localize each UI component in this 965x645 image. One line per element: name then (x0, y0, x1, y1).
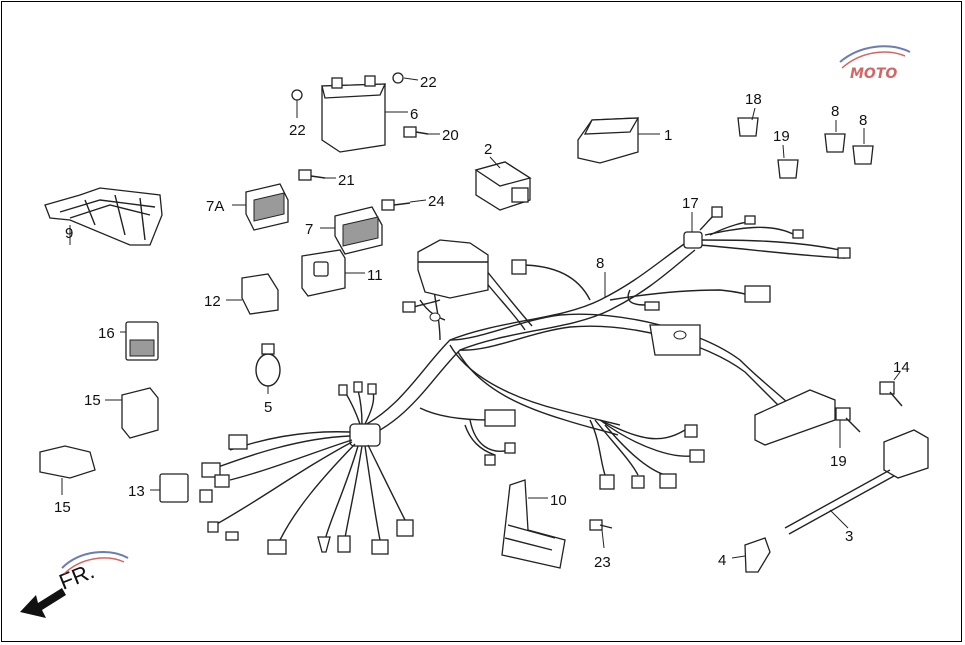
label-16: 15 (84, 392, 101, 409)
label-4: 4 (718, 552, 726, 569)
label-15a: 13 (128, 483, 145, 500)
label-5: 5 (264, 399, 272, 416)
part-5-clamp: 5 (255, 343, 281, 416)
label-20a: 22 (420, 74, 437, 91)
part-7a-regulator: 7A (206, 183, 289, 231)
part-21-bolt: 19 (830, 407, 861, 470)
part-15-relay-left: 13 (128, 473, 189, 503)
part-13-relay: 11 (301, 249, 383, 297)
label-22a: 18 (745, 91, 762, 108)
harness-connectors (402, 206, 851, 490)
part-20-nuts: 22 22 (289, 72, 437, 139)
part-8-fuses: 8 8 (824, 103, 874, 165)
part-2-module: 2 (474, 141, 532, 211)
label-6: 6 (410, 106, 418, 123)
watermark-logo: MOTO (61, 45, 911, 575)
harness-front-branch (199, 381, 414, 555)
label-9: 9 (65, 225, 73, 242)
part-14-connector: 12 (204, 273, 279, 315)
label-1: 1 (664, 127, 672, 144)
label-13: 11 (367, 267, 383, 284)
main-wiring-harness (354, 211, 846, 476)
label-11: 10 (550, 492, 567, 509)
part-4-plug-cap: 4 (718, 537, 771, 573)
part-19-bolts: 20 21 (298, 126, 459, 189)
watermark-text: MOTO (850, 66, 897, 82)
part-11-bracket: 10 (501, 479, 567, 569)
label-2: 2 (484, 141, 492, 158)
part-7-regulator: 7 (305, 206, 383, 255)
part-18-connector-block: 16 (98, 321, 159, 361)
label-19b: 21 (338, 172, 355, 189)
label-14: 12 (204, 293, 221, 310)
label-20b: 22 (289, 122, 306, 139)
part-17-coupler: 15 (39, 445, 96, 516)
part-16-relay: 15 (84, 387, 159, 439)
part-1-cover: 1 (577, 117, 672, 164)
label-15b: 14 (893, 359, 910, 376)
label-18: 16 (98, 325, 115, 342)
part-3-ignition-coil: 3 (784, 429, 929, 545)
label-12: 17 (682, 195, 699, 212)
label-8b: 8 (859, 112, 867, 129)
label-8a: 8 (831, 103, 839, 120)
label-23: 23 (594, 554, 611, 571)
part-15-bolt-right: 14 (879, 359, 910, 407)
part-23-bolt: 23 (589, 519, 613, 571)
label-3: 3 (845, 528, 853, 545)
label-7a: 7A (206, 198, 224, 215)
part-22-fuses: 18 19 (737, 91, 799, 179)
label-21: 19 (830, 453, 847, 470)
label-10: 8 (596, 255, 604, 272)
fr-label: FR. (56, 558, 98, 594)
harness-module (417, 239, 489, 299)
label-19a: 20 (442, 127, 459, 144)
part-9-bracket: 9 (44, 187, 163, 246)
part-24-bolt: 24 (381, 193, 445, 211)
label-7: 7 (305, 221, 313, 238)
label-17: 15 (54, 499, 71, 516)
part-6-battery: 6 (321, 75, 418, 153)
label-22b: 19 (773, 128, 790, 145)
label-24: 24 (428, 193, 445, 210)
harness-labels: 17 8 (596, 195, 699, 297)
front-direction-arrow: FR. (20, 558, 98, 618)
